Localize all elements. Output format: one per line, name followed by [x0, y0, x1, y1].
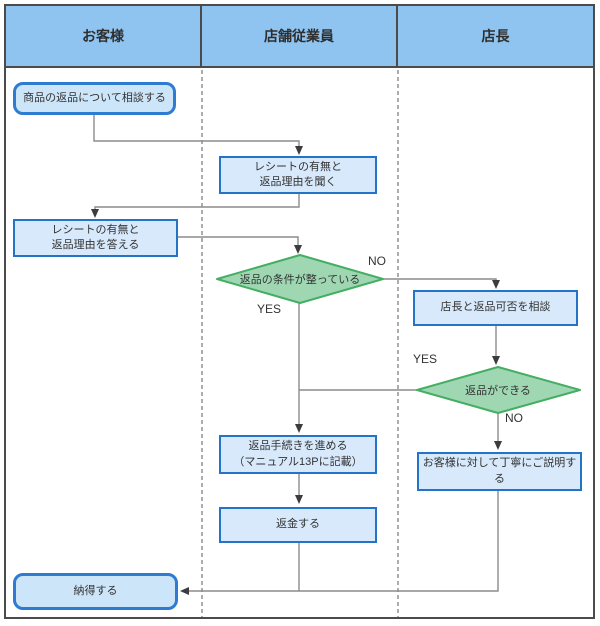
edge-answer-to-conditions: [178, 236, 302, 254]
edge-label-conditions-no: NO: [368, 254, 386, 268]
node-ask-receipt: レシートの有無と 返品理由を聞く: [219, 156, 377, 194]
lane-header-manager: 店長: [481, 28, 510, 44]
decision-canreturn-shape: [416, 366, 581, 414]
node-answer-receipt: レシートの有無と 返品理由を答える: [13, 219, 178, 257]
node-can-return: 返品ができる: [465, 385, 531, 397]
node-start: 商品の返品について相談する: [13, 82, 176, 115]
edge-conditions-no-to-consult: [383, 278, 500, 289]
lane-header-customer: お客様: [6, 6, 202, 66]
edge-ask-to-answer: [91, 194, 300, 218]
decision-conditions-shape: [216, 254, 384, 304]
node-proceed-return: 返品手続きを進める （マニュアル13Pに記載）: [219, 435, 377, 474]
edge-merge-to-accept: [180, 491, 499, 595]
edge-label-conditions-yes: YES: [257, 302, 282, 316]
edge-start-to-ask: [93, 115, 303, 155]
edge-label-canreturn-yes: YES: [413, 352, 438, 366]
lane-header-employee: 店舗従業員: [202, 6, 398, 66]
node-accept: 納得する: [13, 573, 178, 610]
edge-label-canreturn-no: NO: [505, 411, 523, 425]
node-consult-manager: 店長と返品可否を相談: [413, 290, 578, 326]
lane-header-row: お客様 店舗従業員 店長: [6, 6, 593, 68]
node-explain-politely: お客様に対して丁寧にご説明する: [417, 452, 582, 491]
node-check-conditions: 返品の条件が整っている: [239, 274, 361, 286]
node-refund: 返金する: [219, 507, 377, 543]
